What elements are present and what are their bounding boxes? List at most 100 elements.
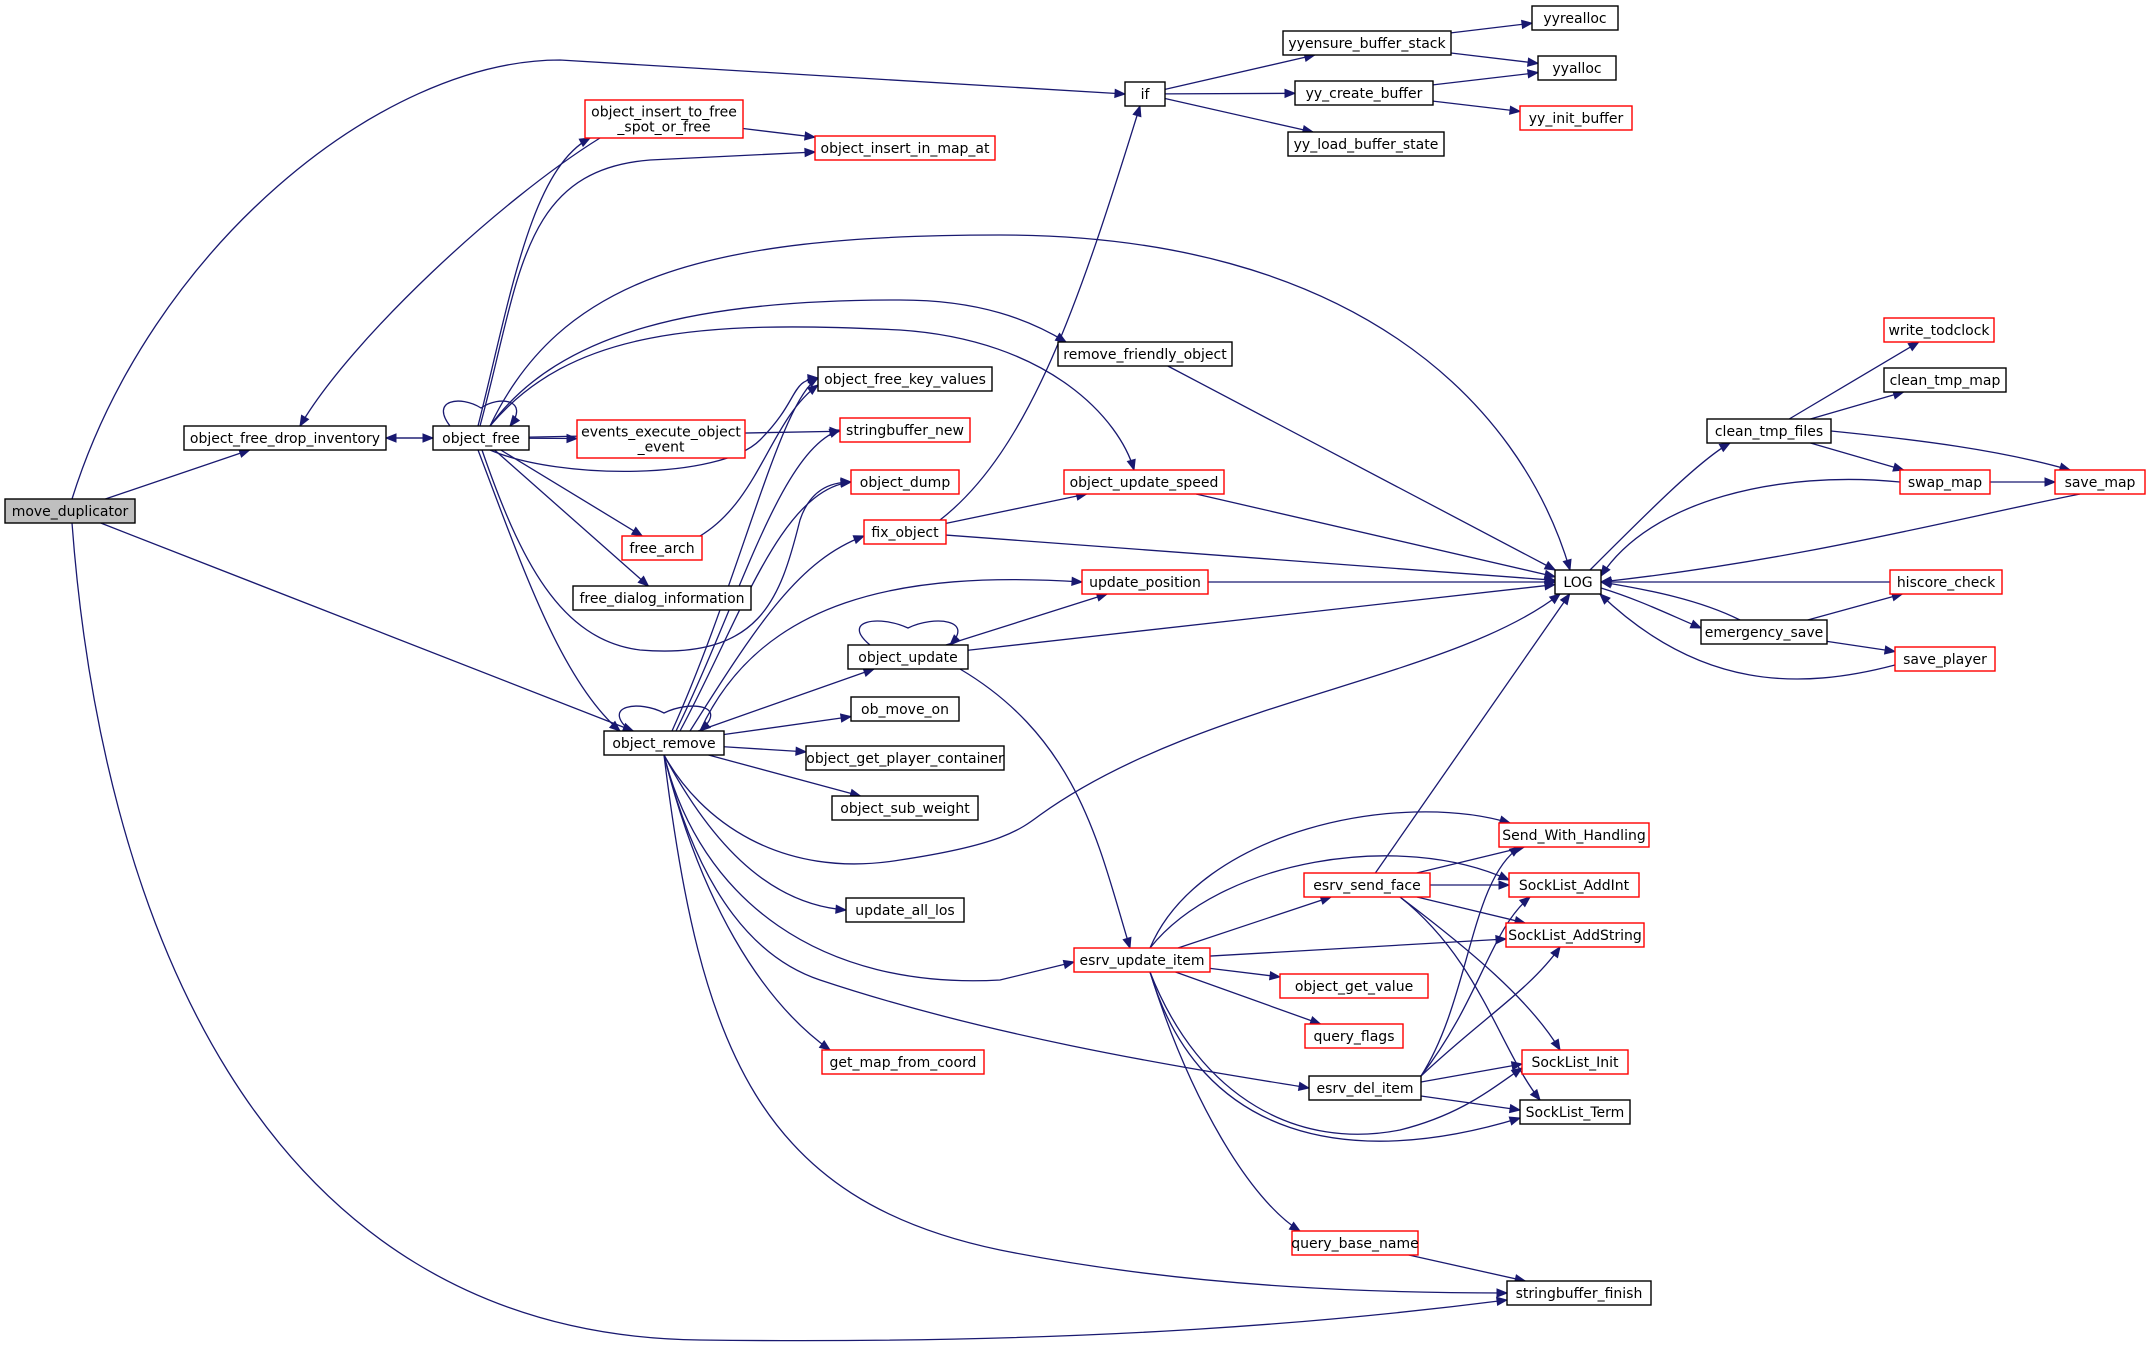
edge-object_remove-to-stringbuffer_new	[675, 429, 841, 732]
nodes-layer: move_duplicator object_free_drop_inventor…	[4, 5, 2146, 1306]
node-object_insert_in_map_at[interactable]: object_insert_in_map_at	[814, 135, 996, 161]
node-label: esrv_send_face	[1313, 878, 1420, 894]
node-query_flags[interactable]: query_flags	[1304, 1023, 1404, 1049]
node-LOG[interactable]: LOG	[1554, 569, 1602, 595]
node-ob_move_on[interactable]: ob_move_on	[850, 696, 960, 722]
node-label: object_insert_to_free	[591, 105, 737, 121]
arrowhead-object_free-to-object_free	[509, 414, 521, 428]
arrowhead-esrv_update_item-to-SockList_Term	[1508, 1116, 1522, 1126]
node-box	[1883, 317, 1995, 343]
node-if[interactable]: if	[1124, 81, 1166, 107]
node-swap_map[interactable]: swap_map	[1899, 469, 1991, 495]
edge-clean_tmp_files-to-swap_map	[1810, 442, 1904, 471]
node-esrv_update_item[interactable]: esrv_update_item	[1073, 947, 1211, 973]
node-Send_With_Handling[interactable]: Send_With_Handling	[1498, 822, 1650, 848]
node-label: query_flags	[1314, 1029, 1395, 1045]
node-remove_friendly_object[interactable]: remove_friendly_object	[1057, 341, 1233, 367]
edge-object_remove-to-get_map_from_coord	[663, 754, 831, 1051]
node-stringbuffer_finish[interactable]: stringbuffer_finish	[1506, 1280, 1652, 1306]
node-yyensure_buffer_stack[interactable]: yyensure_buffer_stack	[1282, 30, 1452, 56]
node-clean_tmp_files[interactable]: clean_tmp_files	[1706, 418, 1832, 444]
node-label: SockList_Term	[1526, 1105, 1625, 1121]
node-update_all_los[interactable]: update_all_los	[845, 897, 965, 923]
node-fix_object[interactable]: fix_object	[863, 519, 947, 545]
node-box	[805, 745, 1005, 771]
node-save_map[interactable]: save_map	[2054, 469, 2146, 495]
node-label: clean_tmp_files	[1715, 424, 1823, 440]
arrowhead-object_remove-to-object_dump	[840, 478, 853, 488]
node-label: object_sub_weight	[840, 801, 970, 817]
node-emergency_save[interactable]: emergency_save	[1700, 619, 1828, 645]
node-label: esrv_del_item	[1317, 1081, 1414, 1097]
arrowhead-esrv_update_item-to-object_get_value	[1269, 970, 1282, 981]
edges-layer	[71, 19, 2081, 1342]
edge-object_update-to-object_update	[858, 620, 959, 646]
node-object_get_value[interactable]: object_get_value	[1279, 973, 1429, 999]
edge-esrv_update_item-to-Send_With_Handling	[1149, 811, 1511, 949]
node-object_free_drop_inventory[interactable]: object_free_drop_inventory	[183, 425, 387, 451]
node-object_sub_weight[interactable]: object_sub_weight	[831, 795, 979, 821]
node-box	[1303, 872, 1431, 898]
arrowhead-yyensure_buffer_stack-to-yyalloc	[1527, 57, 1540, 67]
node-box	[850, 696, 960, 722]
node-SockList_Init[interactable]: SockList_Init	[1521, 1049, 1629, 1075]
node-esrv_send_face[interactable]: esrv_send_face	[1303, 872, 1431, 898]
node-query_base_name[interactable]: query_base_name	[1291, 1230, 1419, 1256]
arrowhead-free_arch-to-object_free_key_values	[806, 384, 820, 396]
node-hiscore_check[interactable]: hiscore_check	[1889, 569, 2003, 595]
edge-object_free-to-free_dialog_information	[494, 449, 649, 587]
edge-emergency_save-to-save_player	[1826, 640, 1896, 653]
node-move_duplicator[interactable]: move_duplicator	[4, 498, 136, 524]
node-label: object_free_key_values	[824, 372, 986, 388]
node-label: save_map	[2065, 475, 2136, 491]
node-object_update[interactable]: object_update	[847, 644, 969, 670]
node-write_todclock[interactable]: write_todclock	[1883, 317, 1995, 343]
node-object_update_speed[interactable]: object_update_speed	[1063, 469, 1225, 495]
arrowhead-move_duplicator-to-if	[1114, 88, 1127, 99]
node-save_player[interactable]: save_player	[1894, 646, 1996, 672]
node-stringbuffer_new[interactable]: stringbuffer_new	[839, 417, 971, 443]
node-get_map_from_coord[interactable]: get_map_from_coord	[821, 1049, 985, 1075]
node-label: object_dump	[860, 475, 951, 491]
node-object_get_player_container[interactable]: object_get_player_container	[805, 745, 1005, 771]
node-box	[821, 1049, 985, 1075]
edge-object_remove-to-object_remove	[618, 705, 712, 732]
edge-LOG-to-clean_tmp_files	[1589, 442, 1731, 571]
edge-object_free-to-object_insert_in_map_at	[479, 151, 816, 427]
edge-move_duplicator-to-stringbuffer_finish	[71, 522, 1508, 1342]
node-yy_init_buffer[interactable]: yy_init_buffer	[1519, 105, 1633, 131]
node-box	[432, 425, 530, 451]
node-yy_load_buffer_state[interactable]: yy_load_buffer_state	[1287, 131, 1445, 157]
node-label: object_update	[858, 650, 957, 666]
edge-object_remove-to-esrv_update_item	[663, 754, 1075, 982]
edge-if-to-yy_load_buffer_state	[1164, 97, 1314, 133]
edge-fix_object-to-LOG	[945, 534, 1556, 581]
node-box	[1308, 1075, 1422, 1101]
node-yy_create_buffer[interactable]: yy_create_buffer	[1294, 80, 1434, 106]
node-object_free[interactable]: object_free	[432, 425, 530, 451]
edge-emergency_save-to-hiscore_check	[1807, 593, 1903, 621]
node-update_position[interactable]: update_position	[1081, 569, 1209, 595]
node-box	[1294, 80, 1434, 106]
node-box	[603, 730, 725, 756]
node-yyalloc[interactable]: yyalloc	[1537, 55, 1617, 81]
node-box	[1519, 105, 1633, 131]
arrowhead-object_free-to-object_insert_in_map_at	[804, 147, 817, 158]
node-object_insert_to_free_spot_or_free[interactable]: object_insert_to_free_spot_or_free	[584, 99, 744, 139]
node-free_dialog_information[interactable]: free_dialog_information	[572, 585, 752, 611]
node-object_remove[interactable]: object_remove	[603, 730, 725, 756]
node-free_arch[interactable]: free_arch	[621, 535, 703, 561]
node-label: object_get_value	[1295, 979, 1413, 995]
node-clean_tmp_map[interactable]: clean_tmp_map	[1883, 367, 2007, 393]
node-object_dump[interactable]: object_dump	[850, 469, 960, 495]
node-label: events_execute_object	[581, 425, 741, 441]
node-SockList_AddString[interactable]: SockList_AddString	[1505, 922, 1645, 948]
node-SockList_AddInt[interactable]: SockList_AddInt	[1508, 872, 1640, 898]
node-box	[1505, 922, 1645, 948]
node-yyrealloc[interactable]: yyrealloc	[1531, 5, 1619, 31]
node-object_free_key_values[interactable]: object_free_key_values	[817, 366, 993, 392]
node-SockList_Term[interactable]: SockList_Term	[1519, 1099, 1631, 1125]
node-esrv_del_item[interactable]: esrv_del_item	[1308, 1075, 1422, 1101]
node-events_execute_object_event[interactable]: events_execute_object_event	[576, 419, 746, 459]
arrowhead-esrv_del_item-to-SockList_AddInt	[1518, 896, 1532, 908]
